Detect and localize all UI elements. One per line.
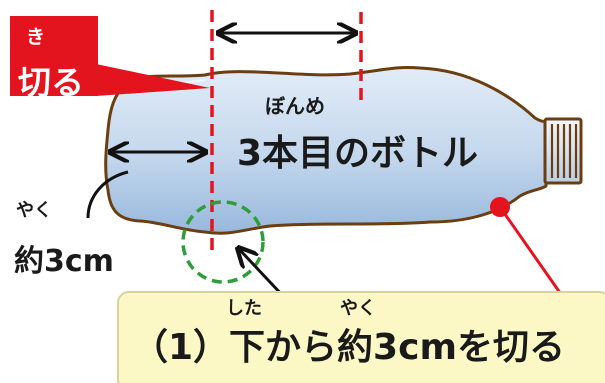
caption-ruby-yaku: やく <box>340 298 376 319</box>
caption-text: （1）下から約3cmを切る <box>132 327 565 368</box>
cut-label-text: 切る <box>18 63 84 102</box>
left-label-curve <box>86 170 129 219</box>
cut-label-ruby: き <box>26 26 46 48</box>
caption-box <box>117 291 605 383</box>
highlight-circle <box>181 200 265 284</box>
left-label-text: 約3cm <box>14 244 114 279</box>
cut-label-box: き 切る <box>10 16 98 102</box>
left-label-ruby: やく <box>16 200 52 221</box>
bottle-body <box>104 65 548 235</box>
cut-label-pointer <box>96 64 210 96</box>
bottle-title: 3本目のボトル <box>237 133 479 174</box>
leader-dot <box>490 197 510 217</box>
bottle-title-ruby: ぼんめ <box>265 94 325 118</box>
caption-ruby-shita: した <box>226 298 262 319</box>
